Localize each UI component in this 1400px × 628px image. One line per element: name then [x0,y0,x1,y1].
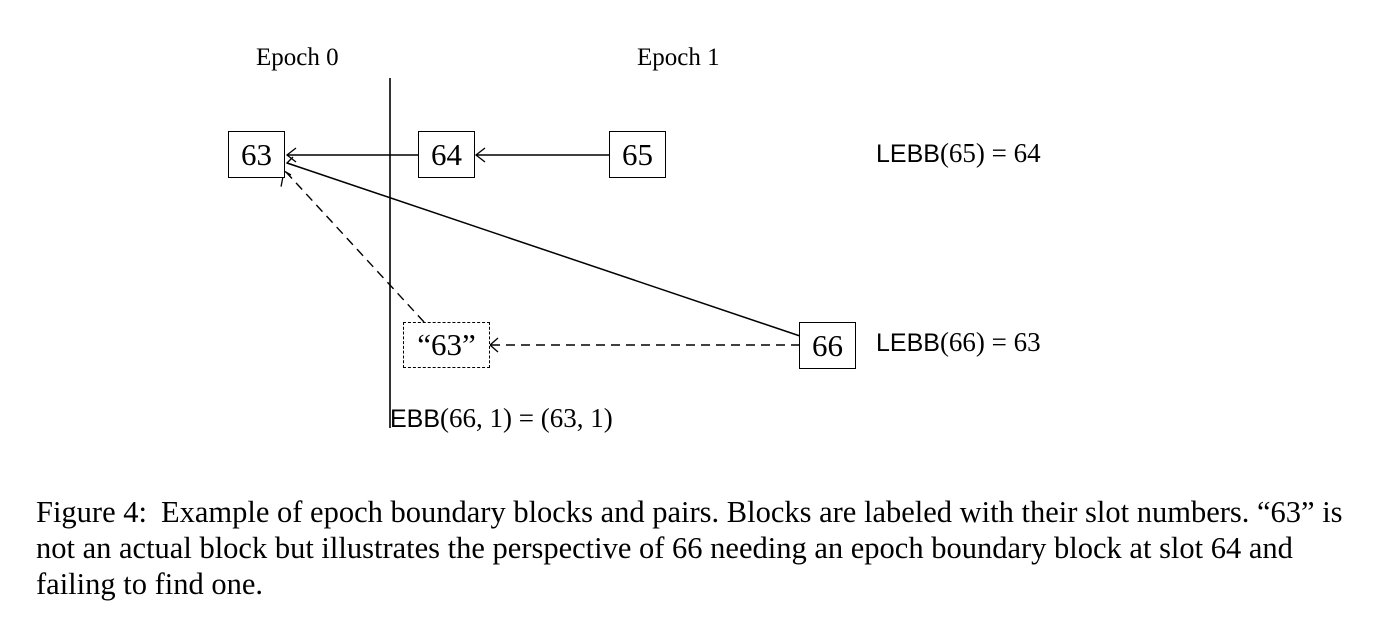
figure-label: Figure 4: [36,495,147,529]
lebb-66-annotation: LEBB (66) = 63 [876,329,1041,356]
block-64-label: 64 [431,136,462,172]
diagram-edges [280,78,801,428]
block-66: 66 [799,322,856,369]
lebb-66-args: (66) = 63 [939,327,1041,357]
block-64: 64 [418,131,475,178]
block-65: 65 [609,131,666,178]
block-63: 63 [228,131,285,178]
block-63-label: 63 [241,136,272,172]
arrowhead-64-to-63 [285,147,297,163]
lebb-65-fn: LEBB [876,140,940,168]
block-66-label: 66 [812,327,843,363]
edge-66-to-63 [286,162,801,337]
block-65-label: 65 [622,136,653,172]
ebb-annotation: EBB (66, 1) = (63, 1) [390,405,613,432]
ebb-args: (66, 1) = (63, 1) [440,403,613,433]
phantom-block-63-label: “63” [417,327,476,362]
arrowhead-66-to-63 [285,156,297,167]
epoch-boundary-diagram: Epoch 0 Epoch 1 63 64 65 66 “63” LEBB (6… [228,44,1041,432]
arrowhead-66-to-phantom [489,337,499,353]
lebb-65-annotation: LEBB (65) = 64 [876,140,1041,167]
figure-caption: Figure 4:Example of epoch boundary block… [36,494,1376,602]
epoch-0-label: Epoch 0 [256,44,339,71]
caption-text: Example of epoch boundary blocks and pai… [36,495,1343,601]
ebb-fn: EBB [390,405,441,433]
epoch-1-label: Epoch 1 [637,44,720,71]
edge-phantom-to-63 [285,171,425,323]
phantom-block-63: “63” [403,322,490,368]
lebb-65-args: (65) = 64 [939,138,1041,168]
arrowhead-65-to-64 [474,147,486,163]
lebb-66-fn: LEBB [876,329,940,357]
